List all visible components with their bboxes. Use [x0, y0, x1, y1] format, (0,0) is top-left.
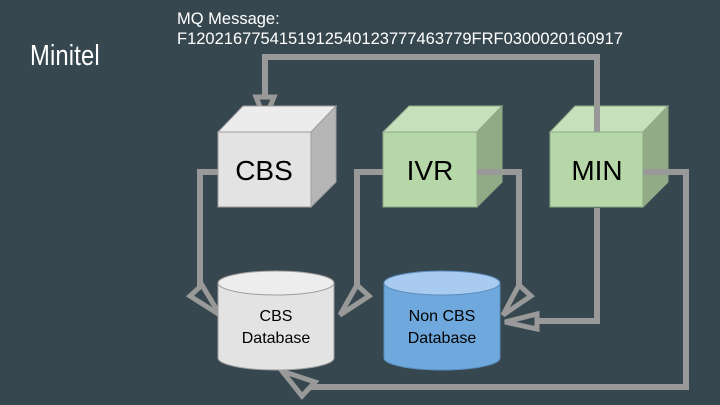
cbs-db-top: [217, 270, 335, 296]
connector-cbs-to-cbs-db: [197, 169, 218, 290]
mq-message-value: F1202167754151912540123777463779FRF03000…: [177, 30, 623, 48]
arrowhead-into-noncbs-db-top: [500, 280, 536, 318]
min-node: MIN: [548, 104, 670, 209]
slide-title: Minitel: [30, 40, 100, 72]
arrowhead-into-noncbs-db-right: [504, 310, 540, 333]
cbs-db-label-line2: Database: [242, 330, 311, 347]
ivr-node: IVR: [381, 104, 504, 209]
cbs-db-label-line1: CBS: [260, 308, 293, 325]
noncbs-db-label-line2: Database: [408, 330, 477, 347]
mq-message-annotation: MQ Message: F120216775415191254012377746…: [177, 9, 623, 49]
cbs-database-node: CBS Database: [217, 270, 335, 371]
cbs-db-body: [217, 282, 335, 371]
ivr-label: IVR: [407, 155, 454, 186]
noncbs-db-top: [383, 270, 501, 296]
min-cube-front: [549, 131, 644, 208]
arrowhead-into-cbs-db-bottom: [274, 365, 320, 400]
noncbs-database-node: Non CBS Database: [383, 270, 501, 371]
noncbs-db-body: [383, 282, 501, 371]
mq-message-label: MQ Message:: [177, 10, 280, 28]
ivr-cube-front: [382, 131, 478, 208]
connector-min-to-noncbs-db: [537, 208, 600, 324]
min-label: MIN: [571, 155, 622, 186]
arrowhead-into-cbs-db-left: [185, 281, 223, 318]
connector-min-to-cbs: [262, 54, 600, 133]
connector-ivr-to-cbs-db: [354, 169, 383, 290]
noncbs-db-label-line1: Non CBS: [409, 308, 476, 325]
cbs-node: CBS: [216, 104, 338, 209]
cbs-label: CBS: [235, 155, 293, 186]
arrowhead-into-cbs-db-right: [337, 281, 374, 318]
cbs-cube-front: [217, 131, 312, 208]
